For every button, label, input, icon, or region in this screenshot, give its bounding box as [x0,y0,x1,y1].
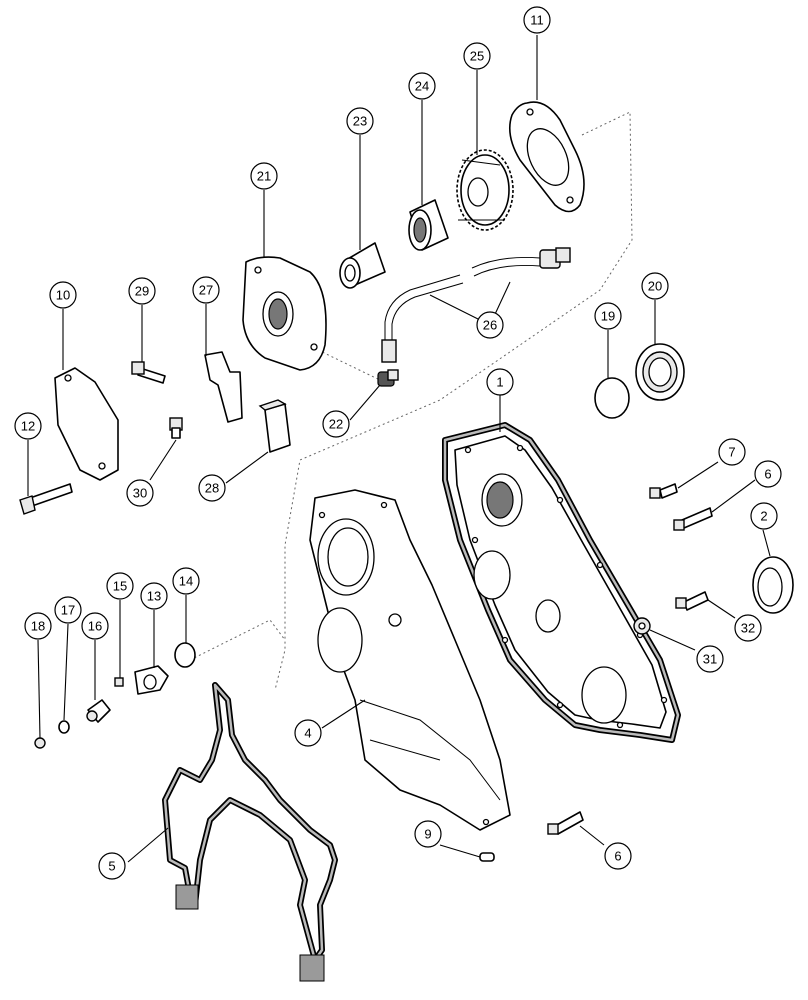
callout-9: 9 [414,820,442,848]
part-31-nut [633,617,651,635]
callout-16-label: 16 [88,619,102,634]
callout-13-label: 13 [147,589,161,604]
part-25-idler-gear [456,149,514,231]
callout-27: 27 [192,276,220,304]
part-18-nut [34,737,46,749]
part-19-o-ring [594,377,630,419]
part-7-bolt [649,483,678,499]
callout-5: 5 [98,852,126,880]
callout-23: 23 [346,107,374,135]
callout-28: 28 [198,474,226,502]
callout-18: 18 [24,612,52,640]
callout-6-upper-label: 6 [764,467,771,482]
callout-1-label: 1 [496,375,503,390]
callout-22: 22 [322,410,350,438]
part-22-fitting [377,369,399,387]
part-32-bolt [675,591,709,611]
callout-18-label: 18 [31,619,45,634]
callout-21: 21 [250,162,278,190]
part-5-gasket [162,682,338,982]
callout-29: 29 [128,277,156,305]
callout-6-lower: 6 [604,842,632,870]
callouts: 1 2 4 5 6 6 7 9 10 11 12 13 14 15 16 17 … [14,6,782,880]
part-21-housing [242,256,327,371]
part-2-seal [752,556,794,614]
callout-31-label: 31 [703,652,717,667]
part-4-gear-housing [309,489,511,831]
callout-16: 16 [81,612,109,640]
part-6-bolt-upper [673,507,713,531]
part-30-plug [169,417,183,439]
callout-32: 32 [734,614,762,642]
callout-7: 7 [718,438,746,466]
part-14-o-ring [174,642,196,668]
callout-27-label: 27 [199,283,213,298]
callout-2-label: 2 [760,509,767,524]
callout-22-label: 22 [329,417,343,432]
callout-10-label: 10 [56,288,70,303]
callout-11: 11 [523,6,551,34]
callout-24-label: 24 [415,79,429,94]
callout-20-label: 20 [648,279,662,294]
callout-4-label: 4 [304,726,311,741]
callout-26-label: 26 [483,318,497,333]
callout-21-label: 21 [257,169,271,184]
callout-30: 30 [126,479,154,507]
callout-30-label: 30 [133,486,147,501]
callout-1: 1 [486,368,514,396]
part-16-fitting [86,699,111,723]
part-26-tube-assembly [381,247,571,363]
callout-32-label: 32 [741,621,755,636]
callout-6-lower-label: 6 [614,849,621,864]
callout-20: 20 [641,272,669,300]
callout-14: 14 [172,567,200,595]
callout-29-label: 29 [135,284,149,299]
callout-25: 25 [463,42,491,70]
callout-2: 2 [750,502,778,530]
callout-13: 13 [140,582,168,610]
callout-19: 19 [594,302,622,330]
part-1-gear-cover [442,422,681,743]
callout-9-label: 9 [424,827,431,842]
callout-11-label: 11 [530,13,544,28]
part-13-housing [134,665,169,695]
part-9-dowel-pin [479,852,495,862]
assembly-line [274,111,633,691]
part-24-bushing [408,199,449,251]
assembly-line [189,619,286,661]
part-17-washer [58,720,70,734]
callout-23-label: 23 [353,114,367,129]
callout-28-label: 28 [205,481,219,496]
part-20-seal [635,343,685,401]
part-12-bolt [19,483,73,515]
callout-19-label: 19 [601,309,615,324]
part-11-gasket-plate [509,101,585,213]
callout-17-label: 17 [61,603,75,618]
callout-17: 17 [54,596,82,624]
part-10-cover-plate [54,367,119,481]
part-6-bolt-lower [547,811,584,835]
callout-14-label: 14 [179,574,193,589]
part-27-bracket [204,351,243,423]
part-15-screw [114,677,124,687]
callout-24: 24 [408,72,436,100]
callout-4: 4 [294,719,322,747]
callout-25-label: 25 [470,49,484,64]
callout-26: 26 [476,311,504,339]
callout-31: 31 [696,645,724,673]
callout-15: 15 [106,572,134,600]
callout-7-label: 7 [728,445,735,460]
part-29-screw [131,361,166,384]
callout-12-label: 12 [21,419,35,434]
assembly-line [317,349,385,383]
callout-10: 10 [49,281,77,309]
callout-6-upper: 6 [754,460,782,488]
part-28-block [258,399,291,453]
part-23-shaft [339,242,386,289]
callout-15-label: 15 [113,579,127,594]
callout-5-label: 5 [108,859,115,874]
callout-12: 12 [14,412,42,440]
